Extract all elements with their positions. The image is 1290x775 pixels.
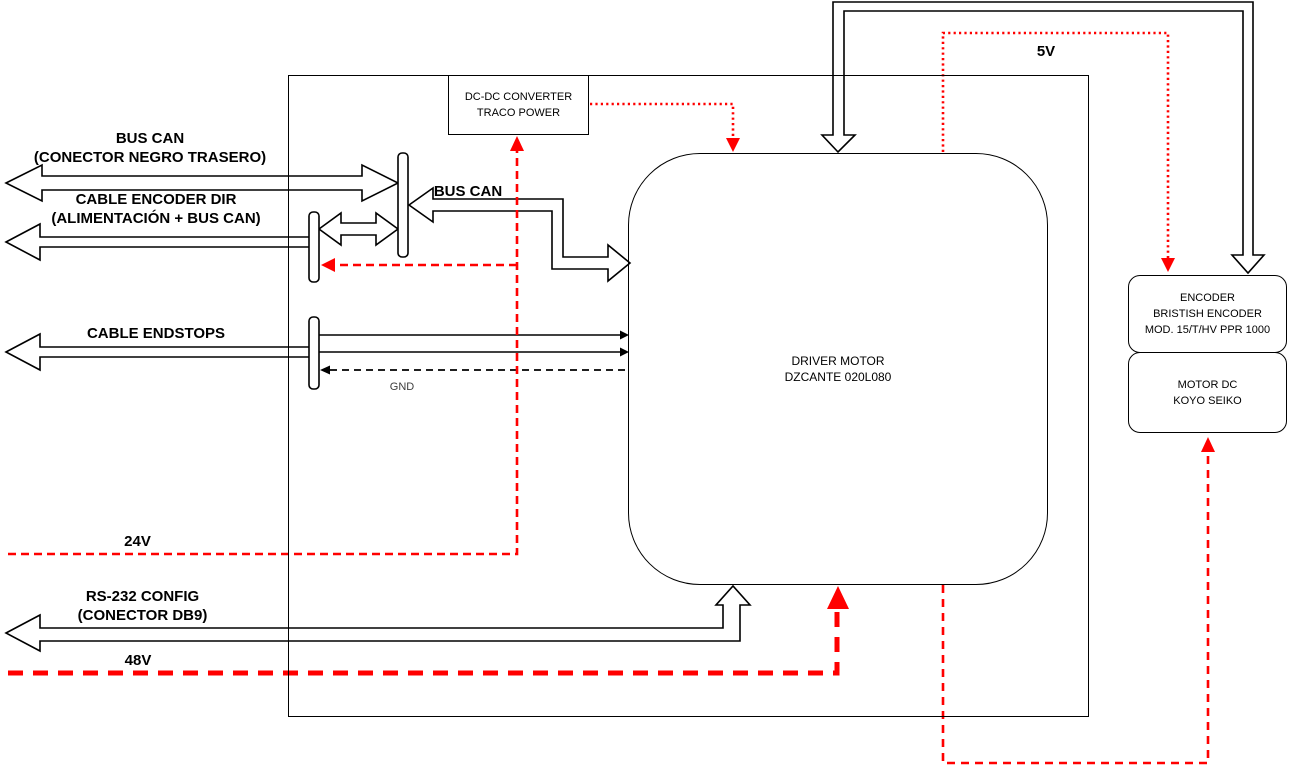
power-5v-line [941, 31, 1170, 259]
power-48v-arrowhead [827, 586, 849, 609]
label-5v: 5V [1036, 43, 1056, 60]
encoder-box: ENCODER BRISTISH ENCODER MOD. 15/T/HV PP… [1128, 275, 1287, 353]
cable-encoder-dir-arrow [4, 222, 313, 262]
label-gnd: GND [389, 381, 415, 393]
driver-to-motor-arrowhead [1201, 437, 1215, 452]
label-bus-can: BUS CAN [433, 183, 503, 200]
gnd-arrowhead [320, 365, 330, 375]
motor-dc-box: MOTOR DC KOYO SEIKO [1128, 352, 1287, 433]
label-cable-encoder-dir: CABLE ENCODER DIR (ALIMENTACIÓN + BUS CA… [51, 191, 261, 227]
driver-to-motor-line [941, 451, 1210, 765]
endstop-signal-arrowhead-2 [620, 347, 629, 357]
power-24v-line [8, 148, 519, 556]
rs232-arrow [4, 584, 752, 653]
dcdc-converter-label: DC-DC CONVERTER TRACO POWER [464, 91, 573, 119]
enclosure-rect [288, 75, 1089, 717]
power-5v-arrowhead [1161, 258, 1175, 272]
encoder-dir-connector-bar [308, 211, 320, 283]
dcdc-to-driver-arrowhead [726, 138, 740, 152]
label-bus-can-rear: BUS CAN (CONECTOR NEGRO TRASERO) [33, 130, 267, 166]
encoder-label: ENCODER BRISTISH ENCODER MOD. 15/T/HV PP… [1144, 292, 1271, 336]
label-rs232: RS-232 CONFIG (CONECTOR DB9) [77, 588, 208, 624]
driver-to-encoder-tube-arrow [820, 1, 1266, 275]
endstops-connector-bar [308, 316, 320, 390]
endstop-signal-arrowhead-1 [620, 330, 629, 340]
label-24v: 24V [124, 533, 151, 550]
bus-can-connector-bar [397, 152, 409, 258]
label-cable-endstops: CABLE ENDSTOPS [86, 325, 226, 342]
motor-dc-label: MOTOR DC KOYO SEIKO [1173, 378, 1242, 407]
dcdc-converter-box: DC-DC CONVERTER TRACO POWER [448, 75, 589, 135]
power-48v-line [8, 608, 840, 676]
driver-motor-label: DRIVER MOTOR DZCANTE 020L080 [784, 353, 892, 385]
power-24v-arrowhead-up [510, 136, 524, 151]
bus-can-z-double-arrow [407, 186, 632, 283]
power-24v-branch-arrowhead [321, 258, 335, 272]
label-48v: 48V [124, 652, 152, 669]
driver-motor-box: DRIVER MOTOR DZCANTE 020L080 [628, 153, 1048, 585]
